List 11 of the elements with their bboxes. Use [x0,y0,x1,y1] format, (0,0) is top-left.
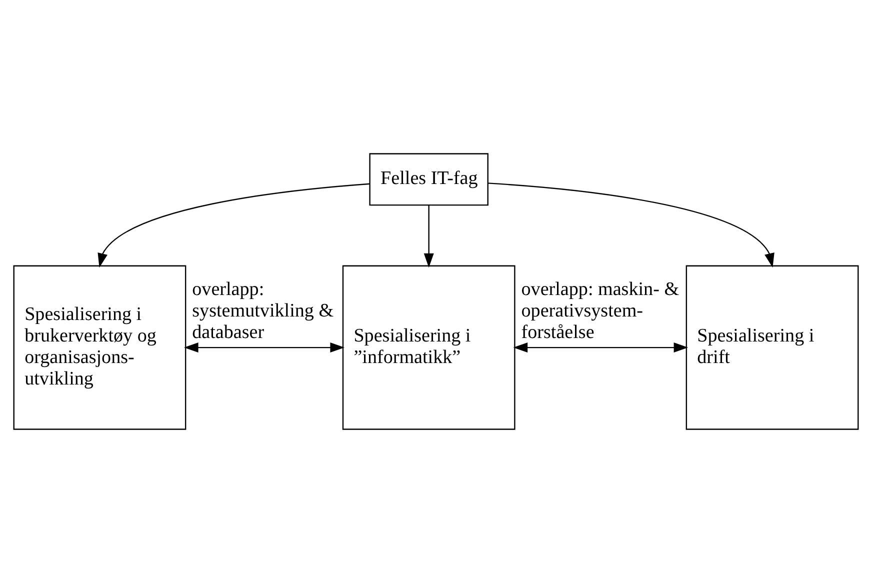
edge-label: overlapp: systemutvikling & databaser [192,278,334,342]
node-box: Spesialisering i drift [686,264,859,430]
arrow [488,182,774,268]
arrow [184,342,345,352]
node-box: Spesialisering i ”informatikk” [342,264,516,430]
arrow [424,204,434,268]
node-box: Felles IT-fag [369,152,488,206]
arrow [98,182,370,268]
edge-label: overlapp: maskin- & operativsystem- forståelse [521,278,680,342]
arrow [513,342,688,352]
node-box: Spesialisering i brukerverktøy og organisasjons- utvikling [13,264,186,430]
